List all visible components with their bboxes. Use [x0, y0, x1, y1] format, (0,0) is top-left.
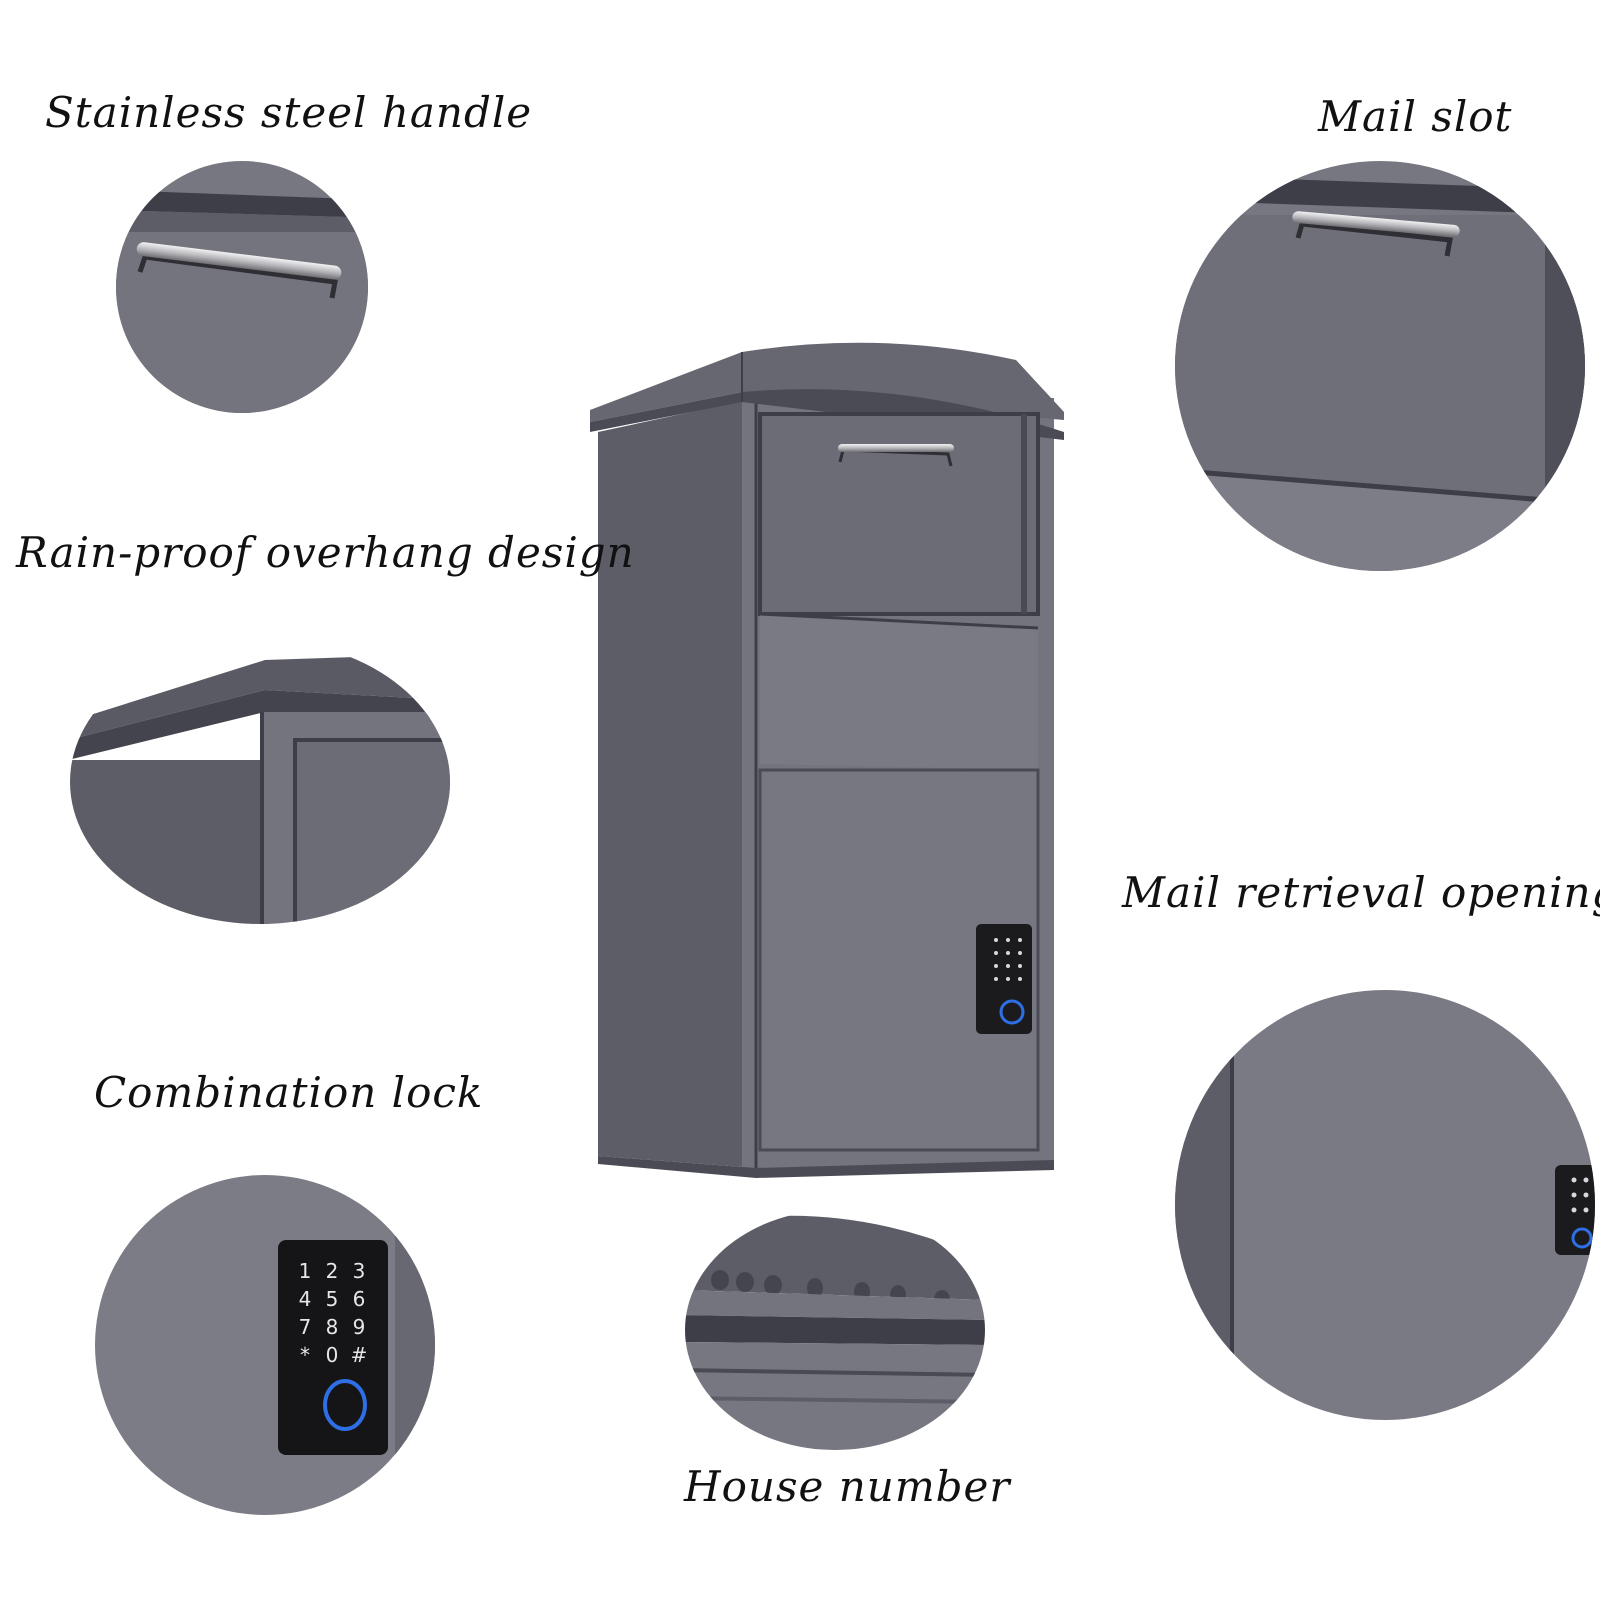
svg-text:4: 4: [299, 1287, 312, 1311]
mailbox-side-panel: [598, 398, 756, 1168]
label-mail-slot: Mail slot: [1318, 92, 1513, 141]
detail-circle-mail-slot: [1175, 161, 1585, 571]
svg-text:*: *: [300, 1343, 310, 1367]
svg-text:#: #: [351, 1343, 368, 1367]
svg-text:2: 2: [326, 1259, 339, 1283]
mailbox-keypad: [976, 924, 1032, 1034]
mailbox-flap: [760, 614, 1038, 770]
label-rain-proof-overhang: Rain-proof overhang design: [16, 528, 635, 577]
detail-circle-retrieval: [1175, 990, 1595, 1420]
label-mail-retrieval-opening: Mail retrieval opening: [1122, 868, 1600, 917]
mailbox-product: [590, 342, 1064, 1178]
svg-text:6: 6: [353, 1287, 366, 1311]
svg-text:8: 8: [326, 1315, 339, 1339]
svg-text:9: 9: [353, 1315, 366, 1339]
svg-text:0: 0: [326, 1343, 339, 1367]
label-stainless-steel-handle: Stainless steel handle: [45, 88, 533, 137]
svg-text:7: 7: [299, 1315, 312, 1339]
label-house-number: House number: [684, 1462, 1011, 1511]
fingerprint-ring-icon: [999, 999, 1025, 1025]
svg-text:5: 5: [326, 1287, 339, 1311]
mailbox-handle: [838, 444, 954, 467]
detail-circle-handle: [116, 161, 368, 413]
svg-text:1: 1: [299, 1259, 312, 1283]
detail-circle-lock: 1 2 3 4 5 6 7 8 9 * 0 #: [95, 1175, 435, 1515]
detail-circle-house-number: [685, 1210, 985, 1450]
lock-keypad-keys: 1 2 3 4 5 6 7 8 9 * 0 #: [299, 1259, 368, 1367]
label-combination-lock: Combination lock: [94, 1068, 484, 1117]
fingerprint-sensor-icon: [323, 1379, 367, 1431]
svg-text:3: 3: [353, 1259, 366, 1283]
detail-circle-overhang: [70, 640, 450, 924]
